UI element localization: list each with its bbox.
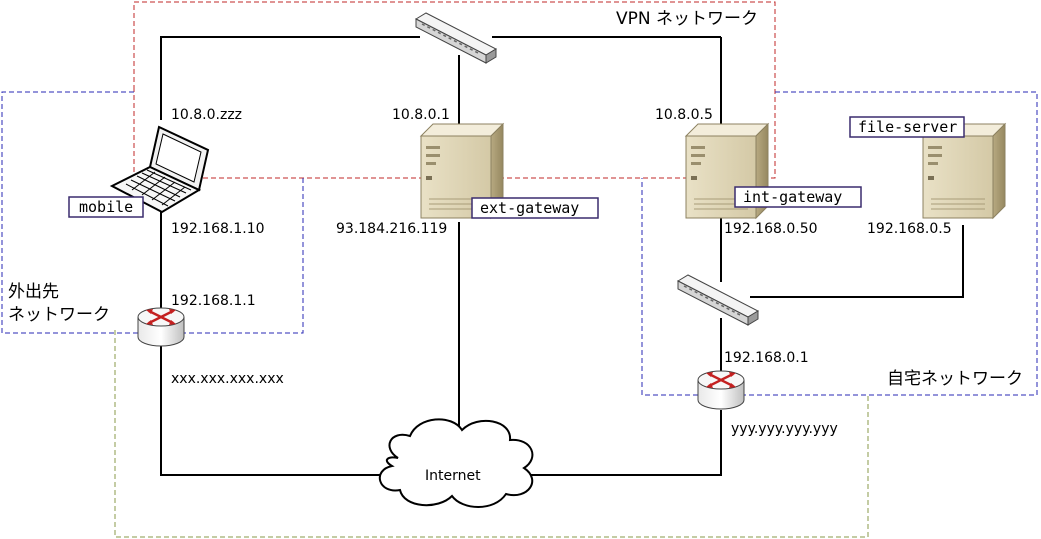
link-vpn-left bbox=[160, 36, 420, 120]
home-switch-icon bbox=[677, 274, 759, 326]
remote-network-label-line2: ネットワーク bbox=[8, 305, 110, 325]
home-router-lan-ip: 192.168.0.1 bbox=[724, 350, 809, 366]
home-network-label: 自宅ネットワーク bbox=[887, 369, 1023, 389]
vpn-network-label: VPN ネットワーク bbox=[616, 9, 758, 29]
link-router-internet-left bbox=[160, 340, 390, 476]
links bbox=[160, 36, 964, 476]
int-gateway-label-box bbox=[734, 186, 862, 208]
mobile-vpn-ip: 10.8.0.zzz bbox=[171, 107, 242, 123]
region-home-network bbox=[641, 91, 1038, 396]
cloud-icon bbox=[378, 418, 534, 508]
int-gateway-name: int-gateway bbox=[743, 188, 842, 206]
remote-router-icon bbox=[136, 306, 186, 348]
file-server-label-box bbox=[849, 116, 965, 138]
laptop-icon bbox=[109, 125, 210, 214]
internet-label: Internet bbox=[425, 468, 481, 484]
mobile-name: mobile bbox=[79, 198, 133, 216]
mobile-lan-ip: 192.168.1.10 bbox=[171, 221, 265, 237]
remote-router-lan-ip: 192.168.1.1 bbox=[171, 293, 256, 309]
mobile-label-box bbox=[68, 196, 144, 218]
vpn-switch-icon bbox=[415, 12, 497, 64]
int-gateway-vpn-ip: 10.8.0.5 bbox=[655, 107, 713, 123]
ext-gateway-label-box bbox=[471, 197, 599, 219]
ext-gateway-name: ext-gateway bbox=[480, 199, 579, 217]
region-vpn-network bbox=[133, 1, 776, 179]
link-switch-file-server bbox=[750, 225, 964, 298]
int-gateway-lan-ip: 192.168.0.50 bbox=[724, 221, 818, 237]
ext-gateway-vpn-ip: 10.8.0.1 bbox=[392, 107, 450, 123]
file-server-server-icon bbox=[922, 123, 1006, 219]
home-router-wan-ip: yyy.yyy.yyy.yyy bbox=[731, 421, 838, 437]
file-server-lan-ip: 192.168.0.5 bbox=[867, 221, 952, 237]
ext-gateway-public-ip: 93.184.216.119 bbox=[336, 221, 447, 237]
region-remote-network bbox=[1, 91, 304, 334]
link-internet-home-router bbox=[528, 410, 722, 476]
remote-router-wan-ip: xxx.xxx.xxx.xxx bbox=[171, 371, 284, 387]
remote-network-label-line1: 外出先 bbox=[8, 282, 59, 302]
file-server-name: file-server bbox=[858, 118, 957, 136]
home-router-icon bbox=[696, 369, 746, 411]
